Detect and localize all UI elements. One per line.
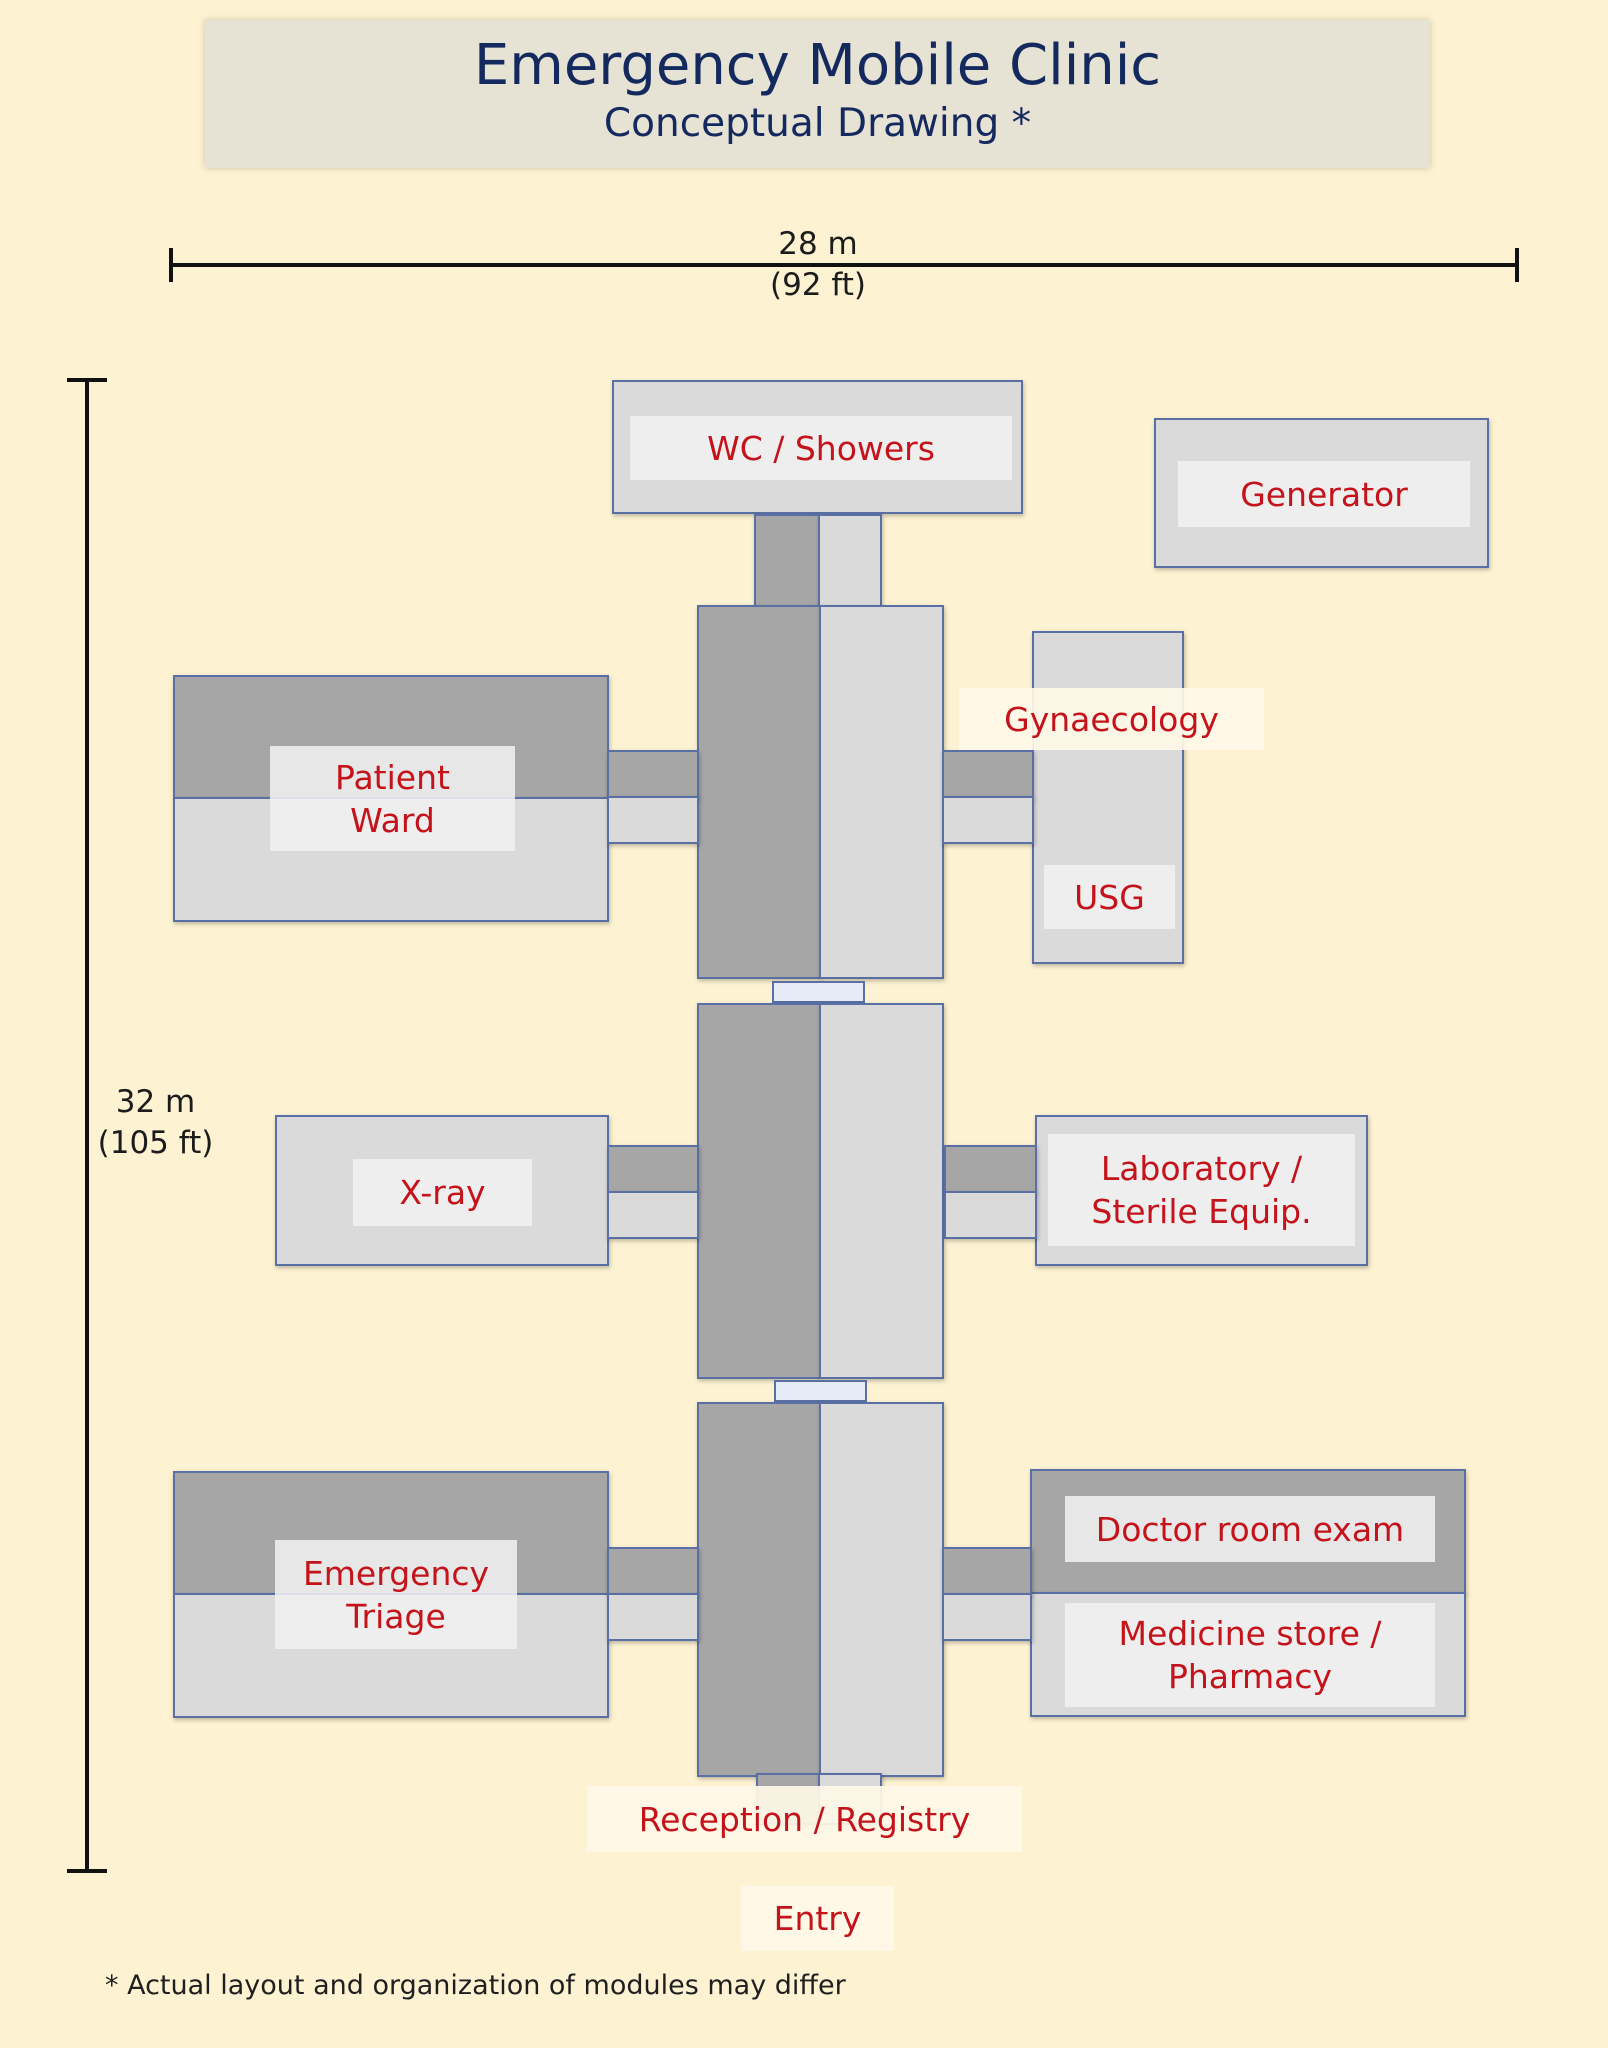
title-box: Emergency Mobile Clinic Conceptual Drawi… [205, 20, 1430, 168]
emergency-triage-connector-dark [607, 1547, 699, 1595]
width-feet: (92 ft) [769, 267, 866, 303]
corridor-lower-light [819, 1402, 944, 1777]
height-feet: (105 ft) [97, 1125, 214, 1161]
usg-label: USG [1044, 865, 1175, 929]
corridor-upper-light [819, 605, 944, 979]
emergency-triage-connector-light [607, 1593, 699, 1641]
entry-label: Entry [741, 1886, 894, 1951]
gynaecology-connector-dark [942, 750, 1034, 798]
xray-connector-light [607, 1191, 699, 1239]
patient-ward-connector-light [607, 796, 699, 844]
width-meters: 28 m [778, 226, 858, 262]
page-subtitle: Conceptual Drawing * [603, 101, 1032, 146]
corridor-lower-dark [697, 1402, 821, 1777]
width-dimension-label: 28 m (92 ft) [734, 224, 902, 306]
xray-connector-dark [607, 1145, 699, 1193]
reception-label: Reception / Registry [587, 1786, 1022, 1852]
wc-connector-light [818, 514, 882, 607]
xray-label: X-ray [353, 1159, 532, 1226]
corridor-link-upper [772, 981, 865, 1003]
wc-connector-dark [754, 514, 820, 607]
height-dimension-label: 32 m (105 ft) [88, 1082, 223, 1164]
patient-ward-connector-dark [607, 750, 699, 798]
corridor-link-lower [774, 1380, 867, 1402]
gynaecology-label: Gynaecology [959, 688, 1264, 750]
corridor-middle-dark [697, 1003, 821, 1379]
doctor-room-connector-dark [942, 1547, 1032, 1595]
gynaecology-connector-light [942, 796, 1034, 844]
laboratory-label: Laboratory / Sterile Equip. [1048, 1134, 1355, 1246]
emergency-triage-label: Emergency Triage [275, 1540, 517, 1649]
page-title: Emergency Mobile Clinic [473, 33, 1162, 98]
patient-ward-label: Patient Ward [270, 746, 515, 851]
wc-showers-label: WC / Showers [630, 416, 1012, 480]
footnote: * Actual layout and organization of modu… [105, 1970, 846, 2001]
generator-label: Generator [1178, 461, 1470, 527]
height-meters: 32 m [115, 1084, 196, 1120]
medicine-store-connector-light [942, 1593, 1032, 1641]
laboratory-connector-dark [944, 1145, 1037, 1193]
doctor-room-label: Doctor room exam [1065, 1496, 1435, 1562]
medicine-store-label: Medicine store / Pharmacy [1065, 1603, 1435, 1707]
laboratory-connector-light [944, 1191, 1037, 1239]
corridor-middle-light [819, 1003, 944, 1379]
corridor-upper-dark [697, 605, 821, 979]
